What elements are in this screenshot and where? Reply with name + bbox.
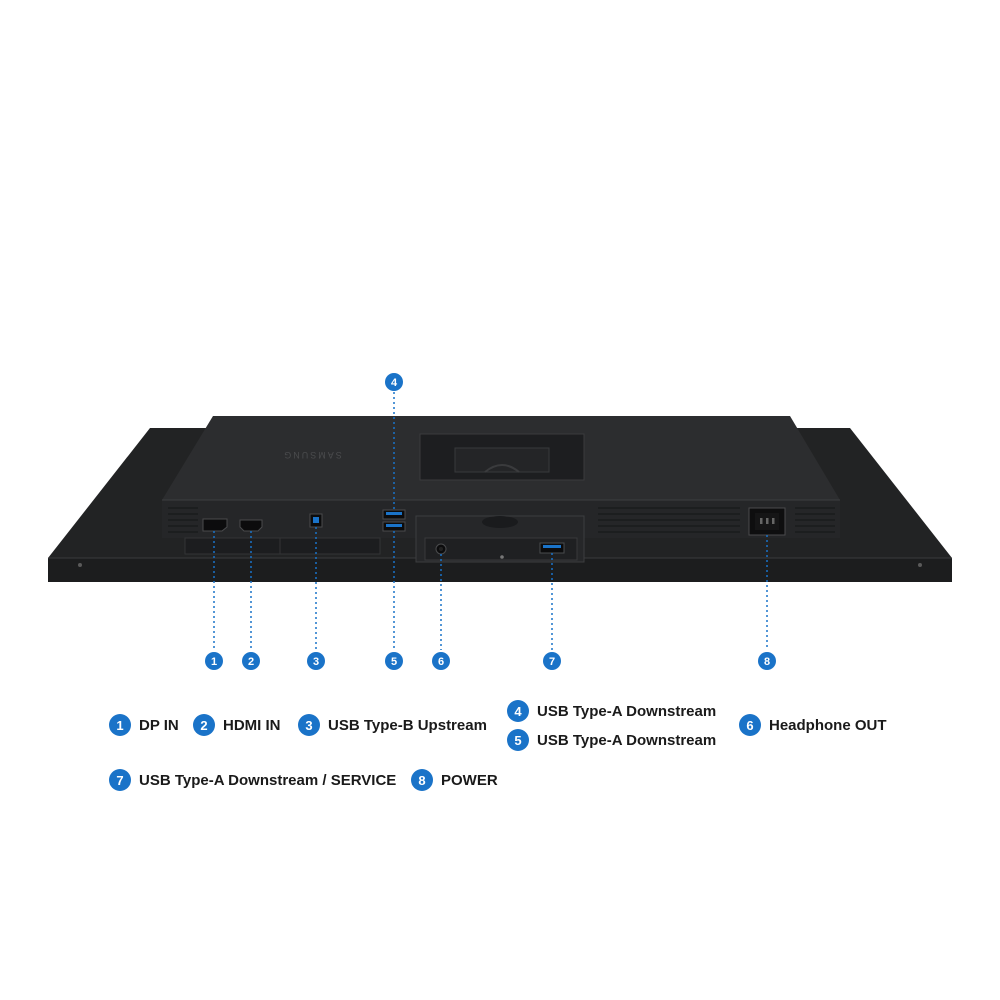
callout-badge-8: 8 xyxy=(758,652,776,670)
dp-port xyxy=(202,518,228,532)
callout-badge-2: 2 xyxy=(242,652,260,670)
legend-label: USB Type-A Downstream xyxy=(537,731,717,749)
legend-label: Headphone OUT xyxy=(769,716,887,734)
callout-badge-6: 6 xyxy=(432,652,450,670)
callout-lines xyxy=(213,392,768,650)
callout-badge-7: 7 xyxy=(543,652,561,670)
callout-badge-4: 4 xyxy=(385,373,403,391)
svg-text:4: 4 xyxy=(391,377,398,389)
usb-a-port-stack xyxy=(382,509,406,532)
hdmi-port xyxy=(239,519,263,532)
svg-text:6: 6 xyxy=(438,656,444,668)
legend-label: USB Type-A Downstream / SERVICE xyxy=(139,771,397,789)
callout-badge-1: 1 xyxy=(205,652,223,670)
usb-b-port xyxy=(309,513,323,528)
svg-text:7: 7 xyxy=(549,656,555,668)
svg-text:8: 8 xyxy=(764,656,770,668)
legend-badge: 1 xyxy=(109,714,131,736)
svg-text:3: 3 xyxy=(313,656,319,668)
vent-grille xyxy=(168,507,835,533)
legend-badge: 4 xyxy=(507,700,529,722)
svg-text:2: 2 xyxy=(248,656,254,668)
legend-item-power: 8 POWER xyxy=(411,769,498,791)
legend-badge: 6 xyxy=(739,714,761,736)
svg-text:5: 5 xyxy=(391,656,397,668)
callout-badge-5: 5 xyxy=(385,652,403,670)
legend-label: DP IN xyxy=(139,716,179,734)
legend-item-usb-type-a-downstream-5: 5 USB Type-A Downstream xyxy=(507,729,716,751)
legend-badge: 3 xyxy=(298,714,320,736)
headphone-jack xyxy=(435,543,447,555)
legend-badge: 8 xyxy=(411,769,433,791)
legend-label: HDMI IN xyxy=(223,716,281,734)
svg-text:1: 1 xyxy=(211,656,217,668)
legend-item-usb-type-a-service: 7 USB Type-A Downstream / SERVICE xyxy=(109,769,396,791)
power-socket xyxy=(748,507,786,536)
legend-label: USB Type-B Upstream xyxy=(328,716,487,734)
usb-a-service-port xyxy=(539,542,565,554)
legend-badge: 5 xyxy=(507,729,529,751)
legend-item-usb-type-a-downstream-4: 4 USB Type-A Downstream xyxy=(507,700,716,722)
legend-item-dp-in: 1 DP IN xyxy=(109,714,179,736)
callout-badge-3: 3 xyxy=(307,652,325,670)
brand-logo: SAMSUNG xyxy=(282,450,342,460)
legend-label: POWER xyxy=(441,771,498,789)
legend-item-usb-type-b-upstream: 3 USB Type-B Upstream xyxy=(298,714,487,736)
legend-badge: 7 xyxy=(109,769,131,791)
diagram-badges: 1 2 3 4 5 6 7 8 xyxy=(205,373,776,670)
legend-item-hdmi-in: 2 HDMI IN xyxy=(193,714,281,736)
legend-item-headphone-out: 6 Headphone OUT xyxy=(739,714,887,736)
legend-badge: 2 xyxy=(193,714,215,736)
legend-label: USB Type-A Downstream xyxy=(537,702,717,720)
